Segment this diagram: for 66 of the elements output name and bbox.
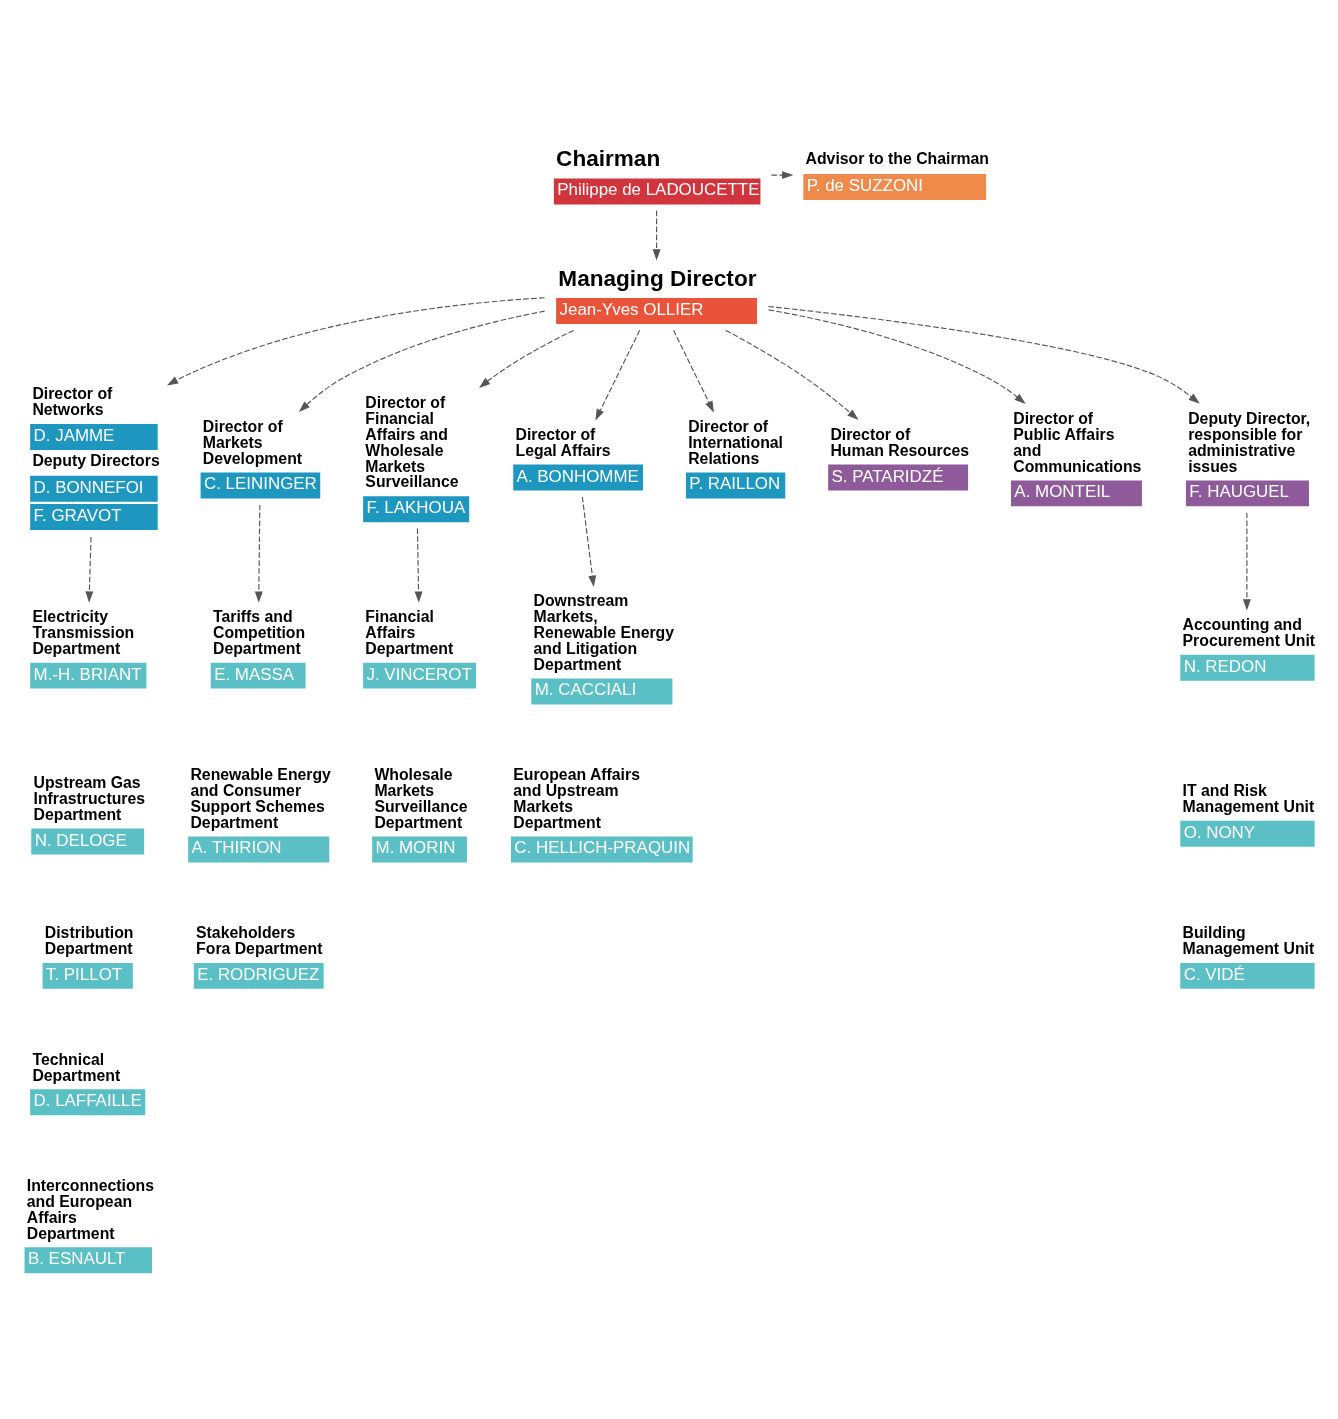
node-label: Stakeholders Fora Department xyxy=(196,924,323,958)
arrow xyxy=(414,527,423,603)
arrow xyxy=(85,536,94,603)
node-box: F. HAUGUEL xyxy=(1185,480,1309,507)
node-box: J. VINCEROT xyxy=(363,662,476,689)
node-label: Downstream Markets, Renewable Energy and Litigation Department xyxy=(533,592,675,673)
node-label: Director of Legal Affairs xyxy=(515,425,611,459)
node-box: A. BONHOMME xyxy=(513,464,644,491)
node-label: Director of Human Resources xyxy=(830,425,970,459)
node-box: Jean-Yves OLLIER xyxy=(556,298,758,325)
node-label: IT and Risk Management Unit xyxy=(1182,782,1315,815)
node-box: E. RODRIGUEZ xyxy=(193,962,324,989)
node-box: T. PILLOT xyxy=(42,962,133,989)
arrow xyxy=(1242,512,1251,611)
node-label: Deputy Director, responsible for administrative issues xyxy=(1188,410,1311,475)
node-box: C. LEININGER xyxy=(200,472,321,499)
node-box: A. MONTEIL xyxy=(1011,480,1142,507)
node-box: S. PATARIDZÉ xyxy=(828,464,969,491)
node-label: Accounting and Procurement Unit xyxy=(1182,616,1316,649)
node-box: E. MASSA xyxy=(210,662,306,689)
arrow xyxy=(767,305,1200,404)
node-box: P. de SUZZONI xyxy=(803,173,987,200)
node-label: Technical Department xyxy=(32,1050,121,1084)
node-label: Tariffs and Competition Department xyxy=(213,608,306,657)
node-label: Director of Public Affairs and Communications xyxy=(1013,410,1142,475)
node-box: Philippe de LADOUCETTE xyxy=(553,178,761,205)
node-label: Director of Markets Development xyxy=(202,418,303,467)
node-box: C. HELLICH-PRAQUIN xyxy=(511,836,693,863)
node-box: B. ESNAULT xyxy=(24,1247,153,1274)
node-label: Electricity Transmission Department xyxy=(32,608,135,657)
node-label: Interconnections and European Affairs Department xyxy=(26,1177,155,1242)
node-box: M. MORIN xyxy=(372,836,467,863)
node-box: A. THIRION xyxy=(188,836,330,863)
node-label: Wholesale Markets Surveillance Department xyxy=(374,766,468,831)
node-label: Building Management Unit xyxy=(1182,924,1315,958)
node-box: O. NONY xyxy=(1180,820,1315,847)
arrow xyxy=(725,329,859,420)
arrow xyxy=(652,210,661,261)
node-box: C. VIDÉ xyxy=(1180,962,1315,989)
node-label: Upstream Gas Infrastructures Department xyxy=(33,774,146,823)
node-label: European Affairs and Upstream Markets Department xyxy=(513,766,640,831)
arrow xyxy=(298,310,546,413)
node-label: Director of Financial Affairs and Wholesale Markets Surveillance xyxy=(365,394,459,491)
node-box: N. REDON xyxy=(1180,654,1315,681)
node-label: Advisor to the Chairman xyxy=(805,150,990,168)
arrow xyxy=(166,297,546,386)
node-label: Distribution Department xyxy=(44,924,134,958)
node-label: Chairman xyxy=(556,146,661,172)
node-label: Director of Networks xyxy=(32,385,113,419)
arrow xyxy=(254,504,263,603)
arrow xyxy=(479,329,575,388)
node-label: Financial Affairs Department xyxy=(365,608,454,657)
arrow xyxy=(672,329,714,413)
node-box: M. CACCIALI xyxy=(531,678,673,705)
arrow xyxy=(770,171,794,180)
node-label: Managing Director xyxy=(558,265,757,291)
node-box: M.-H. BRIANT xyxy=(30,662,147,689)
arrow xyxy=(768,309,1026,404)
arrow xyxy=(581,496,597,587)
node-label: Director of International Relations xyxy=(688,418,783,467)
arrow xyxy=(595,329,641,421)
node-box: F. LAKHOUA xyxy=(363,496,470,523)
node-label: Renewable Energy and Consumer Support Schemes Department xyxy=(190,766,331,831)
node-box: P. RAILLON xyxy=(685,472,786,499)
node-box: N. DELOGE xyxy=(31,828,145,855)
node-box: D. LAFFAILLE xyxy=(30,1089,146,1116)
